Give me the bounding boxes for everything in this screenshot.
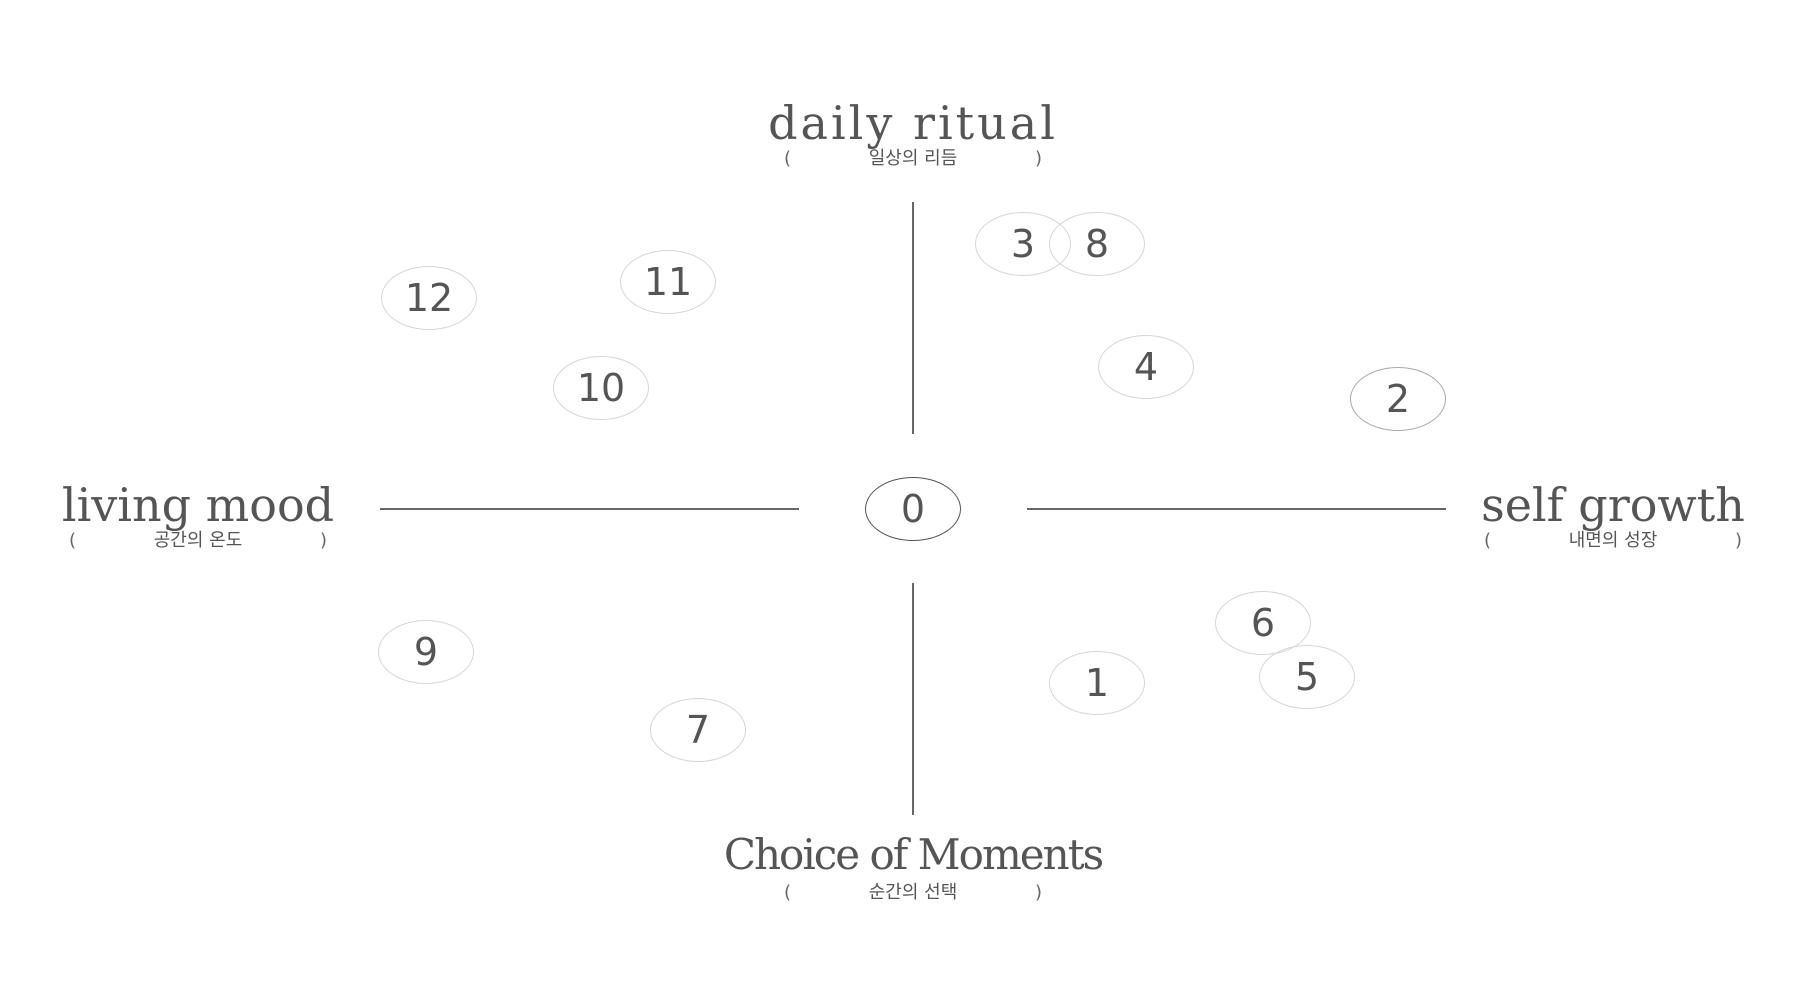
node-12: 12	[381, 266, 477, 330]
node-8: 8	[1049, 212, 1145, 276]
paren-close: )	[319, 530, 327, 551]
paren-open: (	[69, 530, 77, 551]
paren-close: )	[1734, 530, 1742, 551]
axis-subtitle-top: ( 일상의 리듬 )	[784, 150, 1042, 168]
axis-subtitle-left: ( 공간의 온도 )	[69, 532, 327, 550]
node-10: 10	[553, 356, 649, 420]
paren-close: )	[1034, 148, 1042, 169]
axis-subtitle-text: 일상의 리듬	[868, 148, 958, 169]
node-11: 11	[620, 250, 716, 314]
axis-subtitle-text: 공간의 온도	[153, 530, 243, 551]
node-2: 2	[1350, 367, 1446, 431]
axis-subtitle-text: 순간의 선택	[868, 882, 958, 903]
center-node: 0	[865, 477, 961, 541]
axis-title-bottom: Choice of Moments	[723, 830, 1104, 879]
paren-close: )	[1034, 882, 1042, 903]
axis-title-right: self growth	[1481, 478, 1745, 532]
axis-title-left: living mood	[61, 478, 335, 532]
axis-subtitle-right: ( 내면의 성장 )	[1484, 532, 1742, 550]
axis-line-right	[1027, 508, 1446, 510]
paren-open: (	[784, 882, 792, 903]
node-4: 4	[1098, 335, 1194, 399]
axis-line-bottom	[912, 583, 914, 815]
axis-line-top	[912, 202, 914, 434]
axis-line-left	[380, 508, 799, 510]
paren-open: (	[784, 148, 792, 169]
node-9: 9	[378, 620, 474, 684]
axis-title-top: daily ritual	[768, 96, 1058, 150]
node-7: 7	[650, 698, 746, 762]
node-1: 1	[1049, 651, 1145, 715]
node-5: 5	[1259, 645, 1355, 709]
node-6: 6	[1215, 591, 1311, 655]
axis-subtitle-bottom: ( 순간의 선택 )	[784, 884, 1042, 902]
axis-subtitle-text: 내면의 성장	[1568, 530, 1658, 551]
node-3: 3	[975, 212, 1071, 276]
paren-open: (	[1484, 530, 1492, 551]
